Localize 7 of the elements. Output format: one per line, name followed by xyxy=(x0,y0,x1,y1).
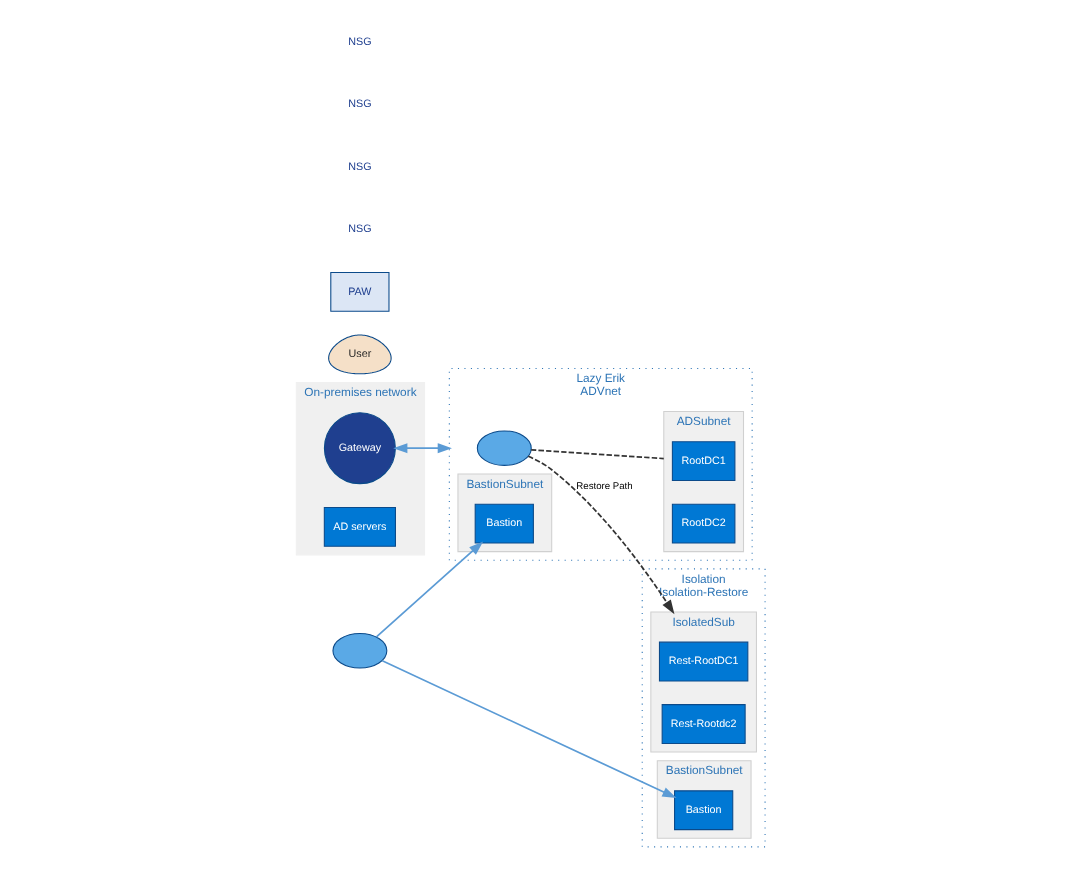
connector xyxy=(530,448,665,459)
arrow xyxy=(375,540,484,637)
node-cloud xyxy=(332,631,388,668)
node-cloud xyxy=(476,429,532,465)
arrow xyxy=(527,454,675,614)
arrow xyxy=(381,658,677,798)
arrow xyxy=(393,442,452,453)
